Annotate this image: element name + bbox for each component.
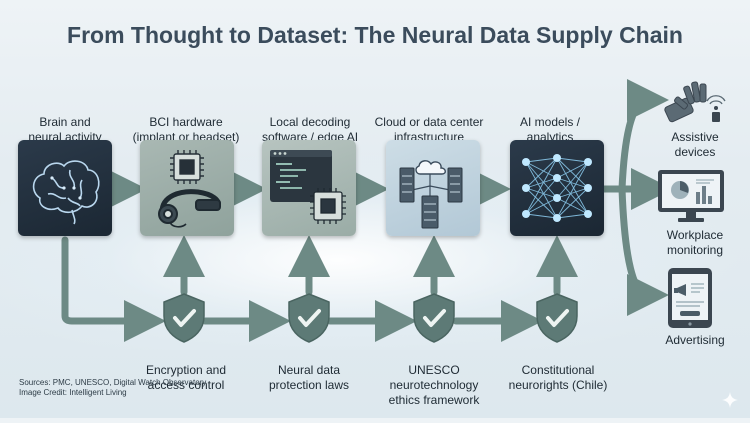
shield-check-icon xyxy=(536,293,578,343)
arrow-to-assistive xyxy=(618,79,669,193)
brain-icon xyxy=(32,160,100,225)
shield-check-icon xyxy=(288,293,330,343)
robotic-hand-icon xyxy=(664,81,726,123)
page-title: From Thought to Dataset: The Neural Data… xyxy=(67,22,683,48)
arrow-brain-down-pipeline xyxy=(61,236,166,342)
cloud-server-icon xyxy=(399,160,463,229)
neural-network-icon xyxy=(522,154,592,222)
stage-card-ai xyxy=(510,140,604,236)
monitor-dashboard-icon xyxy=(658,170,724,222)
stage-card-cloud xyxy=(386,140,480,236)
stage-card-decoding xyxy=(262,140,356,236)
tablet-ad-icon xyxy=(668,268,712,328)
arrow-to-advertising xyxy=(618,185,669,316)
chip-headset-icon xyxy=(158,150,221,228)
sparkle-icon xyxy=(722,392,738,408)
sources-credit: Sources: PMC, UNESCO, Digital Watch Obse… xyxy=(19,378,207,397)
shield-check-icon xyxy=(413,293,455,343)
code-window-icon xyxy=(270,150,346,224)
shield-check-icon xyxy=(163,293,205,343)
stage-card-brain xyxy=(18,140,112,236)
output-label-advertising: Advertising xyxy=(665,333,725,347)
stage-card-bci xyxy=(140,140,234,236)
